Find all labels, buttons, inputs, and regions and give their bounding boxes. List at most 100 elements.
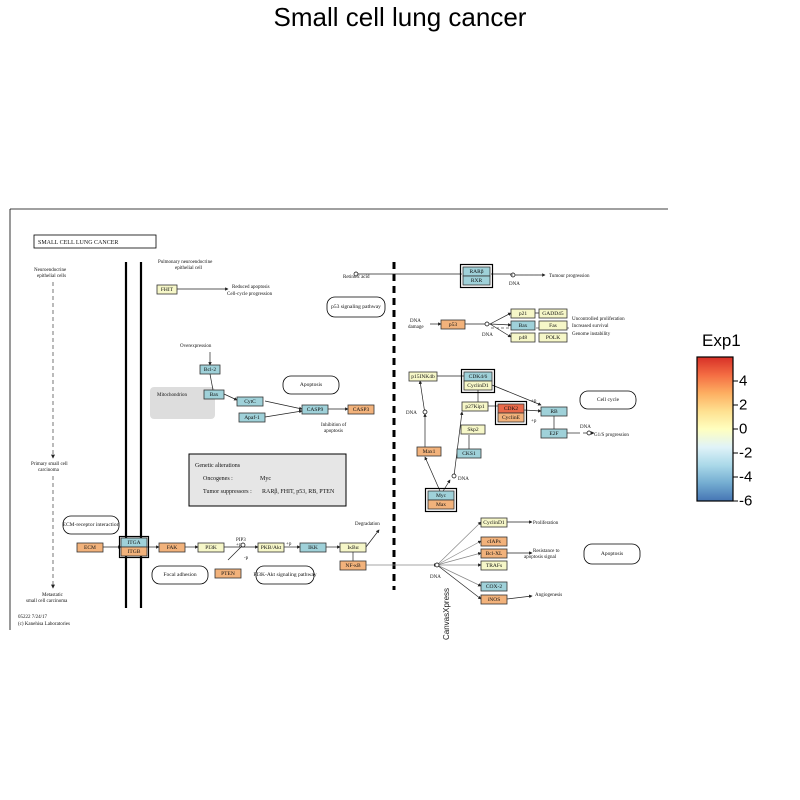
pathway-box-label-pi3k: PI3K-Akt signaling pathway xyxy=(253,572,316,578)
label-dnadamage: DNA xyxy=(410,319,421,324)
pathway-box-p53path[interactable]: p53 signaling pathway xyxy=(326,296,386,318)
label-survival: Increased survival xyxy=(572,324,609,329)
label-plusp3: +p xyxy=(236,543,242,548)
gene-node-gadd45[interactable]: GADD45 xyxy=(538,308,568,319)
gene-label-pi3k_g: PI3K xyxy=(205,545,217,551)
gene-node-itgb[interactable]: ITGB xyxy=(120,546,148,557)
gene-node-nfkb[interactable]: NF-κB xyxy=(339,560,367,571)
pathway-box-label-p53path: p53 signaling pathway xyxy=(331,304,381,310)
gene-node-pten[interactable]: PTEN xyxy=(214,568,242,579)
gene-node-ikba[interactable]: IκBα xyxy=(339,542,367,553)
gene-node-bax2[interactable]: Bax xyxy=(510,320,536,331)
gene-node-iaps[interactable]: cIAPs xyxy=(480,536,508,547)
gene-label-fak: FAK xyxy=(167,545,178,551)
gene-node-polk[interactable]: POLK xyxy=(538,332,568,343)
label-primary2: carcinoma xyxy=(38,468,60,473)
pathway-box-apoptosis1[interactable]: Apoptosis xyxy=(282,375,340,395)
gene-node-p21[interactable]: p21 xyxy=(510,308,536,319)
gene-node-fhit[interactable]: FHIT xyxy=(156,284,178,295)
complex-outline-itga xyxy=(118,535,150,559)
gene-node-bax[interactable]: Bax xyxy=(203,389,225,400)
label-plusp2: +p xyxy=(531,419,537,424)
gene-node-cyclind2[interactable]: CyclinD1 xyxy=(480,517,508,528)
pathway-box-apoptosis2[interactable]: Apoptosis xyxy=(583,543,641,565)
edge xyxy=(506,594,533,600)
gene-node-apaf1[interactable]: Apaf-1 xyxy=(238,412,266,423)
gene-node-ikk[interactable]: IKK xyxy=(299,542,327,553)
gene-node-cycline[interactable]: CyclinE xyxy=(497,412,525,423)
gene-node-p48[interactable]: p48 xyxy=(510,332,536,343)
gene-node-itga[interactable]: ITGA xyxy=(120,537,148,548)
gene-node-p53[interactable]: p53 xyxy=(440,319,466,330)
gene-node-rxr[interactable]: RXR xyxy=(462,275,491,286)
gene-node-casp3[interactable]: CASP3 xyxy=(347,404,375,415)
pathway-box-focal[interactable]: Focal adhesion xyxy=(151,565,209,585)
complex-outline-myc xyxy=(424,487,458,513)
gene-node-e2f[interactable]: E2F xyxy=(540,428,568,439)
gene-node-cdk46[interactable]: CDK4/6 xyxy=(463,371,493,382)
gene-node-myc[interactable]: Myc xyxy=(427,490,455,501)
gene-node-bclxl[interactable]: Bcl-XL xyxy=(480,548,508,559)
gene-node-ecm_g[interactable]: ECM xyxy=(76,542,104,553)
gene-node-traf[interactable]: TRAFs xyxy=(480,560,508,571)
pathway-box-ecm[interactable]: ECM-receptor interaction xyxy=(62,515,120,535)
edge xyxy=(227,544,244,561)
label-mito: Mitochondrion xyxy=(157,393,187,398)
label-inhib2: apoptosis xyxy=(324,429,343,434)
edge xyxy=(489,323,512,338)
edge xyxy=(436,564,482,600)
gene-node-cyclind[interactable]: CyclinD1 xyxy=(463,380,493,391)
edge xyxy=(436,521,482,566)
gene-label-inos: iNOS xyxy=(488,597,501,603)
gene-node-max[interactable]: Max xyxy=(427,499,455,510)
edge xyxy=(223,393,238,401)
gene-node-cox2[interactable]: COX-2 xyxy=(480,581,508,592)
edge xyxy=(436,552,482,566)
gene-label-myc: Myc xyxy=(436,493,447,499)
gene-label-ikba: IκBα xyxy=(347,545,358,551)
gene-node-pkb[interactable]: PKB/Akt xyxy=(257,542,285,553)
edge xyxy=(264,409,303,418)
gene-label-cyclind: CyclinD1 xyxy=(467,383,489,389)
label-dnadamage2: damage xyxy=(408,325,424,330)
diagram-header: SMALL CELL LUNG CANCER xyxy=(33,234,157,249)
gene-node-fak[interactable]: FAK xyxy=(158,542,186,553)
dna-binding-circle xyxy=(586,430,592,436)
pathway-box-pi3k[interactable]: PI3K-Akt signaling pathway xyxy=(253,565,317,585)
gene-label-nfkb: NF-κB xyxy=(345,563,361,569)
pathway-box-label-ecm: ECM-receptor interaction xyxy=(63,522,120,528)
edge xyxy=(424,456,441,492)
gene-node-cdk2[interactable]: CDK2 xyxy=(497,403,525,414)
gene-label-cytc: CytC xyxy=(244,399,256,405)
chart-title: Small cell lung cancer xyxy=(273,2,527,32)
gene-node-max1[interactable]: Max1 xyxy=(416,446,442,457)
gene-node-p15ink[interactable]: p15INK4b xyxy=(408,371,438,382)
suppressors-label: Tumor suppressors : xyxy=(203,489,252,495)
gene-node-p27[interactable]: p27Kip1 xyxy=(461,401,489,412)
gene-node-skp2[interactable]: Skp2 xyxy=(460,424,486,435)
gene-node-casp9[interactable]: CASP9 xyxy=(301,404,329,415)
gene-label-cycline: CyclinE xyxy=(502,415,521,421)
gene-node-cytc[interactable]: CytC xyxy=(236,396,264,407)
label-dna5: DNA xyxy=(580,425,591,430)
gene-node-fas[interactable]: Fas xyxy=(538,320,568,331)
gene-node-pi3k_g[interactable]: PI3K xyxy=(197,542,225,553)
pathway-box-label-apoptosis1: Apoptosis xyxy=(300,382,322,388)
gene-node-inos[interactable]: iNOS xyxy=(480,594,508,605)
gene-node-rb[interactable]: RB xyxy=(540,406,568,417)
edge xyxy=(489,323,512,327)
gene-node-bcl2[interactable]: Bcl-2 xyxy=(199,364,221,375)
gene-label-bclxl: Bcl-XL xyxy=(486,551,503,557)
gene-label-bax2: Bax xyxy=(519,323,528,329)
gene-node-cks1[interactable]: CKS1 xyxy=(456,448,482,459)
edge xyxy=(209,373,214,391)
label-dna4: DNA xyxy=(458,477,469,482)
gene-label-polk: POLK xyxy=(546,335,560,341)
edge xyxy=(436,564,482,587)
edge xyxy=(489,312,512,325)
mitochondrion-area xyxy=(150,387,215,419)
gene-label-traf: TRAFs xyxy=(486,563,502,569)
pathway-box-cellcycle[interactable]: Cell cycle xyxy=(579,390,637,410)
gene-node-rarb[interactable]: RARβ xyxy=(462,266,491,277)
